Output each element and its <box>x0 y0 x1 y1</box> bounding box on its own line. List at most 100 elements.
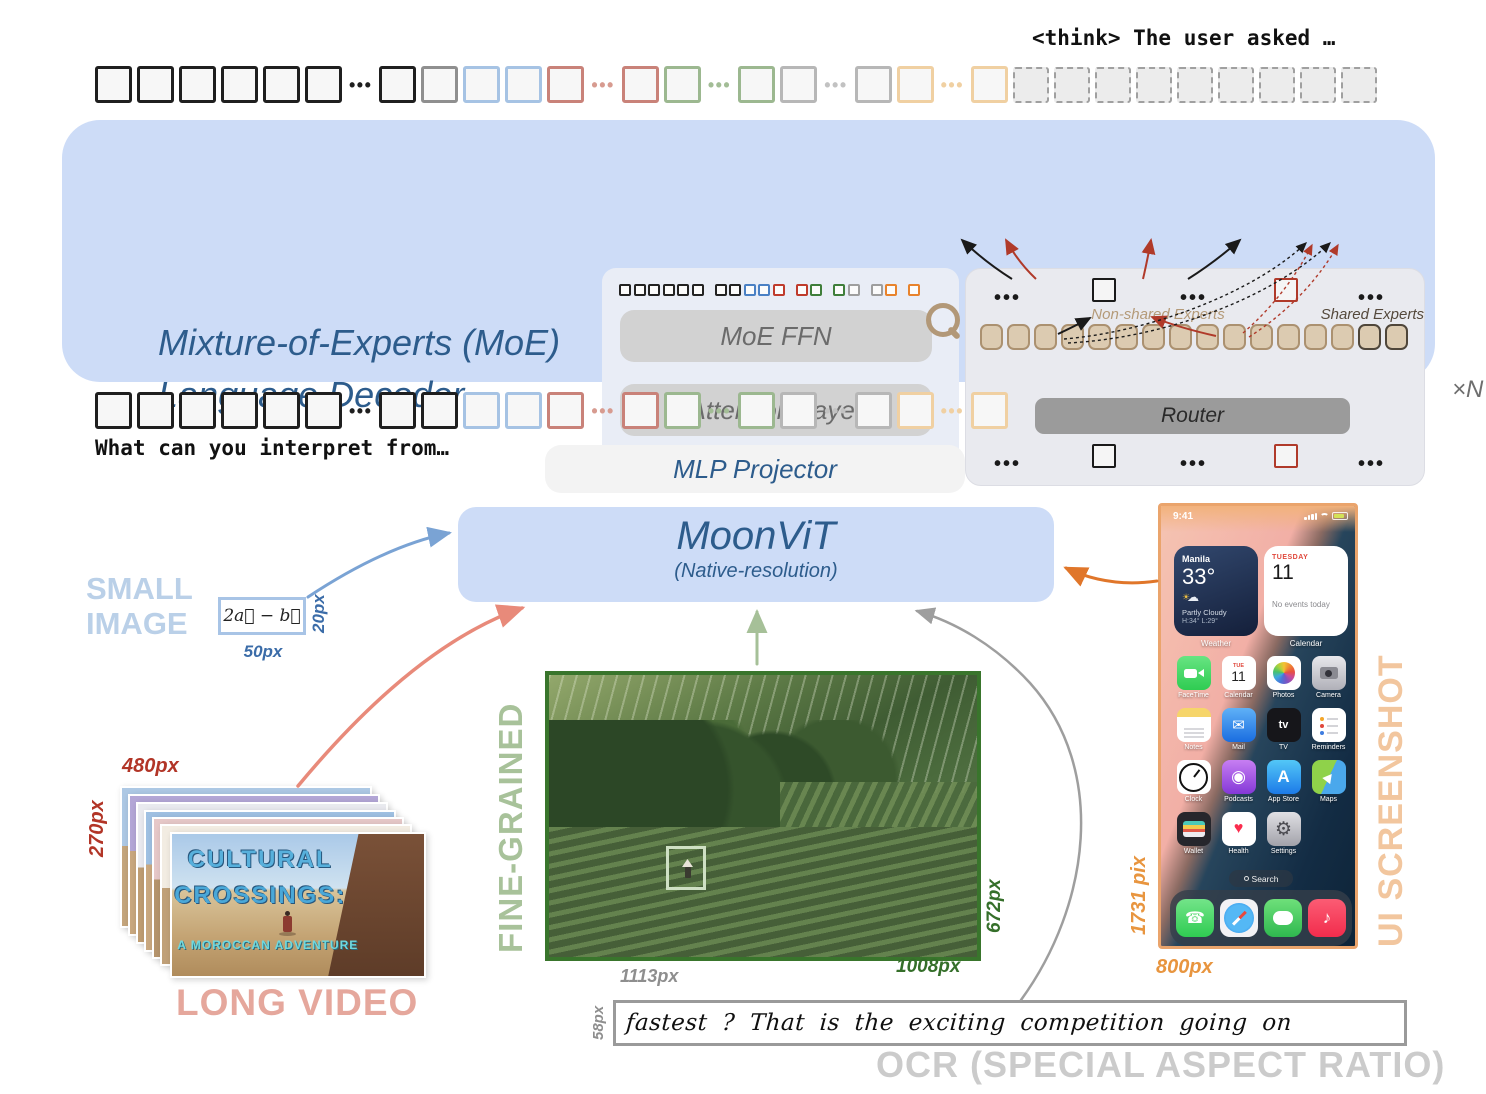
handwriting-text: fastest ? That is the exciting competiti… <box>625 1010 1293 1036</box>
ocr-category-label: OCR (SPECIAL ASPECT RATIO) <box>876 1044 1446 1085</box>
video-title-line2: CROSSINGS: <box>174 882 347 909</box>
calendar-caption: Calendar <box>1289 639 1323 648</box>
app-grid: FaceTimeTUE11CalendarPhotosCameraNotesMa… <box>1171 656 1351 864</box>
calendar-widget: TUESDAY 11 No events today <box>1264 546 1348 636</box>
ellipsis-dots: ••• <box>591 400 615 421</box>
non-shared-expert <box>1034 324 1057 350</box>
ellipsis-dots: ••• <box>824 400 848 421</box>
mini-token-group <box>908 284 920 296</box>
black-mini-token <box>619 284 631 296</box>
red-token <box>547 392 585 429</box>
app-health: Health <box>1216 812 1261 864</box>
black-mini-token <box>633 284 646 296</box>
app-label: Health <box>1228 848 1249 855</box>
status-icons <box>1304 512 1348 520</box>
app-label: Wallet <box>1183 848 1204 855</box>
app-reminders: Reminders <box>1306 708 1351 760</box>
black-token <box>1092 278 1116 302</box>
tv-icon <box>1266 708 1301 742</box>
generated-token-placeholder <box>1341 66 1378 103</box>
orange-token <box>971 66 1009 103</box>
moe-ffn-box: MoE FFN <box>620 310 932 362</box>
walking-person <box>278 911 296 937</box>
handwriting-strip: fastest ? That is the exciting competiti… <box>613 1000 1407 1046</box>
orange-token <box>896 66 934 103</box>
weather-widget: Manila 33° Partly Cloudy H:34° L:29° <box>1174 546 1258 636</box>
green-mini-token <box>810 284 822 296</box>
lgray-token <box>854 66 892 103</box>
non-shared-expert <box>1088 324 1111 350</box>
ellipsis-dots: ••• <box>591 74 615 95</box>
black-mini-token <box>677 284 689 296</box>
mini-token-group <box>714 284 785 296</box>
status-time: 9:41 <box>1173 511 1194 522</box>
blue-token <box>463 392 501 429</box>
non-shared-expert <box>1223 324 1246 350</box>
mail-icon <box>1221 708 1256 742</box>
black-token <box>379 392 417 429</box>
magnifier-icon <box>926 303 964 345</box>
clock-icon <box>1176 760 1211 794</box>
ellipsis-dots: ••• <box>707 400 732 421</box>
blue-mini-token <box>743 284 756 296</box>
weather-city: Manila <box>1182 554 1211 564</box>
calendar-weekday: TUESDAY <box>1272 554 1309 561</box>
app-label: Clock <box>1184 796 1203 803</box>
red-token <box>621 392 659 429</box>
non-shared-experts-label: Non-shared Experts <box>1091 306 1225 323</box>
ui-screenshot-height-label: 1731 pix <box>1128 856 1150 936</box>
calendar-icon-weekday: TUE <box>1233 663 1244 670</box>
small-image-category-label: SMALL IMAGE <box>86 571 193 641</box>
black-mini-token <box>714 284 727 296</box>
reminders-icon <box>1311 708 1346 742</box>
weather-temp: 33° <box>1182 564 1216 589</box>
search-label: Search <box>1251 873 1279 884</box>
video-frame-stack: CULTURAL CROSSINGS: A MOROCCAN ADVENTURE <box>120 786 432 986</box>
mini-token-group <box>870 284 897 296</box>
iphone-screenshot: 9:41 Manila 33° Partly Cloudy H:34° L:29… <box>1158 503 1358 949</box>
generated-token-placeholder <box>1259 66 1296 103</box>
dock <box>1170 890 1352 946</box>
ellipsis-dots: ••• <box>1180 453 1208 475</box>
long-video-category-label: LONG VIDEO <box>176 982 419 1023</box>
lgray-token <box>780 66 818 103</box>
app-label: Calendar <box>1224 692 1253 699</box>
calendar-day: 11 <box>1272 561 1294 584</box>
battery-icon <box>1332 512 1348 520</box>
calendar-icon-day: 11 <box>1231 668 1246 685</box>
non-shared-expert <box>1142 324 1165 350</box>
calendar-events: No events today <box>1272 600 1330 609</box>
ellipsis-dots: ••• <box>940 400 965 421</box>
green-token <box>663 392 701 429</box>
green-token <box>738 66 776 103</box>
app-label: Camera <box>1316 692 1341 699</box>
app-wallet: Wallet <box>1171 812 1216 864</box>
app-label: Settings <box>1270 848 1297 855</box>
moonvit-title: MoonViT <box>676 514 836 558</box>
app-tv: TV <box>1261 708 1306 760</box>
small-image-height-label: 20px <box>309 594 328 634</box>
think-output-text: <think> The user asked … <box>1032 26 1336 50</box>
weather-condition: Partly Cloudy <box>1182 608 1227 617</box>
fine-grained-height-label: 672px <box>984 879 1005 933</box>
black-token <box>305 66 342 103</box>
decoder-title-line1: Mixture-of-Experts (MoE) <box>158 322 561 363</box>
app-camera: Camera <box>1306 656 1351 708</box>
black-mini-token <box>662 284 675 296</box>
red-mini-token <box>795 284 808 296</box>
gray-mini-token <box>870 284 883 296</box>
generated-token-placeholder <box>1054 66 1091 103</box>
health-icon <box>1221 812 1256 846</box>
red-token <box>1274 278 1298 302</box>
black-token <box>221 392 258 429</box>
tea-rows-texture <box>549 827 977 957</box>
shared-expert <box>1358 324 1381 350</box>
black-token <box>263 66 300 103</box>
ellipsis-dots: ••• <box>940 74 965 95</box>
black-token <box>421 392 459 429</box>
generated-token-placeholder <box>1095 66 1132 103</box>
ellipsis-dots: ••• <box>1358 287 1386 309</box>
mini-token-group <box>795 284 822 296</box>
blue-token <box>505 392 543 429</box>
